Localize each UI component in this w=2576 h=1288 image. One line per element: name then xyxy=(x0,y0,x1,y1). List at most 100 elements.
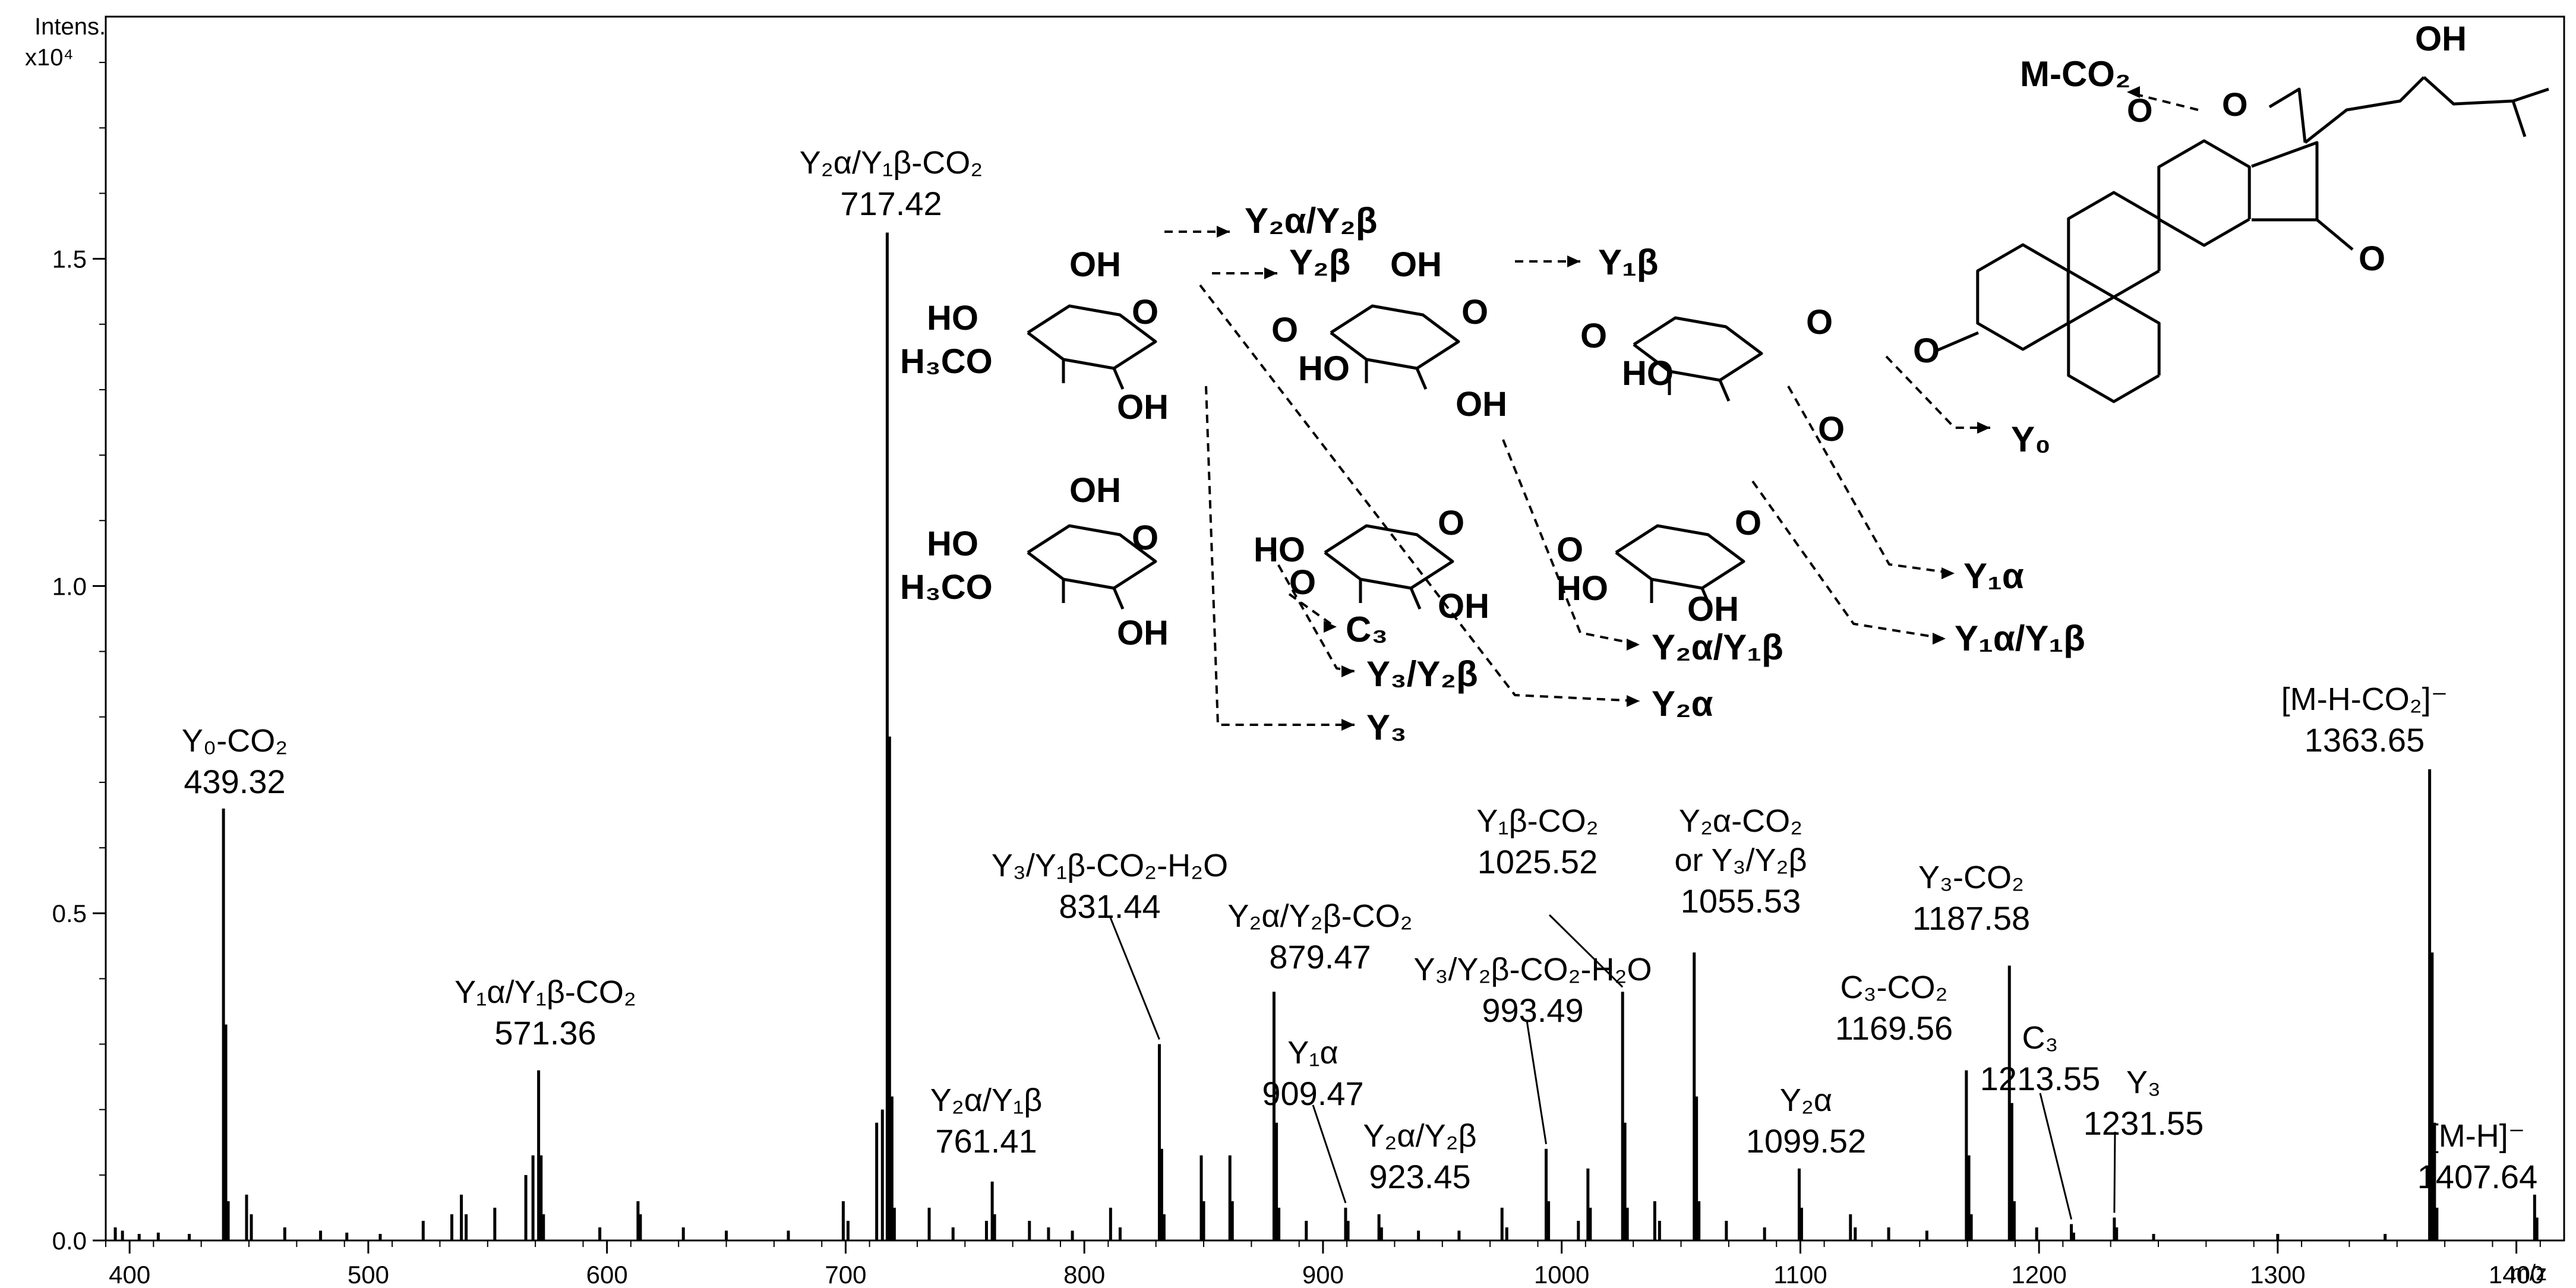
label-ho: HO xyxy=(1557,569,1608,608)
label-ring-o: O xyxy=(1461,293,1488,332)
bond xyxy=(1700,588,1713,610)
x-tick-label: 1000 xyxy=(1534,1261,1589,1288)
annotation-y0-co2: Y₀-CO₂ 439.32 xyxy=(182,723,288,800)
label-ho: HO xyxy=(927,525,978,563)
label-oh: OH xyxy=(1117,614,1169,652)
x-tick-label: 1400 xyxy=(2489,1261,2544,1288)
bond xyxy=(1409,588,1422,610)
arrow-head xyxy=(1627,695,1640,707)
annotation-name: Y₃-CO₂ xyxy=(1918,860,2024,895)
annotation-value: 571.36 xyxy=(494,1014,596,1052)
x-tick-label: 800 xyxy=(1063,1261,1105,1288)
annotation-leader xyxy=(1526,1020,1547,1145)
annotation-value: 1213.55 xyxy=(1980,1060,2100,1097)
label-ring-o: O xyxy=(1132,519,1158,557)
arrow-y2a-y1b xyxy=(1502,439,1640,646)
annotation-leader xyxy=(1109,916,1160,1040)
annotation-name: C₃-CO₂ xyxy=(1841,970,1948,1005)
annotation-name: Y₁α/Y₁β-CO₂ xyxy=(454,974,636,1010)
arrow-head xyxy=(1567,255,1580,267)
label-oh-top: OH xyxy=(2415,20,2467,58)
annotation-name: Y₀-CO₂ xyxy=(182,723,288,759)
x-axis-label: m/z xyxy=(2511,1261,2547,1286)
label-ho: HO xyxy=(1298,349,1350,388)
annotation-m-h: [M-H]⁻1407.64 xyxy=(2417,1118,2537,1195)
keto-bond xyxy=(2316,219,2354,251)
annotation-value: 993.49 xyxy=(1482,992,1583,1029)
arrow-head xyxy=(1942,567,1955,579)
label-m-co2: M-CO₂ xyxy=(2020,54,2131,94)
label-ring-o: O xyxy=(1806,303,1833,342)
arrow-head xyxy=(1341,719,1355,731)
annotation-name-alt: or Y₃/Y₂β xyxy=(1674,842,1807,878)
annotation-name: [M-H-CO₂]⁻ xyxy=(2281,681,2448,717)
label-keto-o: O xyxy=(2359,239,2385,278)
annotation-c3: C₃ 1213.55 xyxy=(1980,1020,2100,1220)
annotation-name: [M-H]⁻ xyxy=(2430,1118,2525,1154)
annotation-y1a-y1b-co2: Y₁α/Y₁β-CO₂ 571.36 xyxy=(454,974,636,1052)
label-h3co: H₃CO xyxy=(900,342,993,381)
label-ring-o: O xyxy=(1132,293,1158,332)
arrow-y1a xyxy=(1787,386,1955,574)
lactone-bridge xyxy=(2268,87,2307,143)
label-glyco-o: O xyxy=(1289,563,1316,602)
peaks xyxy=(113,232,2539,1240)
annotation-name: Y₂α/Y₂β xyxy=(1363,1118,1476,1154)
annotation-name: C₃ xyxy=(2022,1020,2059,1056)
label-oh: OH xyxy=(1069,245,1121,284)
x-tick-label: 900 xyxy=(1302,1261,1344,1288)
annotation-m-h-co2: [M-H-CO₂]⁻1363.65 xyxy=(2281,681,2448,759)
label-glyco-o: O xyxy=(1580,317,1607,355)
label-c3: C₃ xyxy=(1346,610,1388,649)
x-tick-label: 400 xyxy=(109,1261,150,1288)
y-tick-label: 1.5 xyxy=(52,245,87,273)
arrow-head xyxy=(1324,621,1337,633)
annotation-value: 1055.53 xyxy=(1681,882,1801,920)
arrow-head xyxy=(1341,665,1355,677)
annotation-name: Y₃/Y₁β-CO₂-H₂O xyxy=(992,848,1228,883)
arrow-head xyxy=(1264,267,1277,279)
x-tick-label: 600 xyxy=(586,1261,628,1288)
label-ho: HO xyxy=(1254,531,1305,569)
label-h3co: H₃CO xyxy=(900,568,993,607)
annotation-value: 761.41 xyxy=(935,1122,1037,1160)
arrow-y2a-label: Y₂α xyxy=(1652,684,1713,724)
glycosidic-bond xyxy=(1936,331,1979,352)
label-ho: HO xyxy=(1622,354,1674,393)
steroid-ring-d xyxy=(2157,139,2251,247)
annotation-value: 1099.52 xyxy=(1746,1122,1866,1160)
y-axis-label-scale: x10⁴ xyxy=(25,45,74,71)
label-ring-o: O xyxy=(1438,504,1464,542)
annotation-value: 439.32 xyxy=(184,763,285,800)
label-oh: OH xyxy=(1687,590,1739,629)
label-oh: OH xyxy=(1456,385,1507,424)
x-tick-label: 700 xyxy=(825,1261,866,1288)
y-tick-label: 0.0 xyxy=(52,1227,87,1255)
side-chain xyxy=(2423,76,2549,106)
arrow-y3-y2b-label: Y₃/Y₂β xyxy=(1366,654,1478,694)
x-tick-label: 500 xyxy=(348,1261,389,1288)
arrow-y0 xyxy=(1885,355,1990,429)
annotation-leader xyxy=(1548,914,1624,988)
annotation-value: 1025.52 xyxy=(1478,843,1598,880)
arrow-y2a-y2b-label: Y₂α/Y₂β xyxy=(1245,201,1378,241)
annotation-value: 717.42 xyxy=(840,185,942,222)
annotation-value: 1231.55 xyxy=(2083,1104,2204,1142)
label-link-o: O xyxy=(1818,410,1845,449)
label-oh: OH xyxy=(1390,245,1442,284)
arrow-y3-label: Y₃ xyxy=(1366,708,1407,747)
side-chain xyxy=(2511,100,2527,137)
arrow-y1a-label: Y₁α xyxy=(1963,556,2024,596)
arrow-head xyxy=(1977,422,1990,434)
